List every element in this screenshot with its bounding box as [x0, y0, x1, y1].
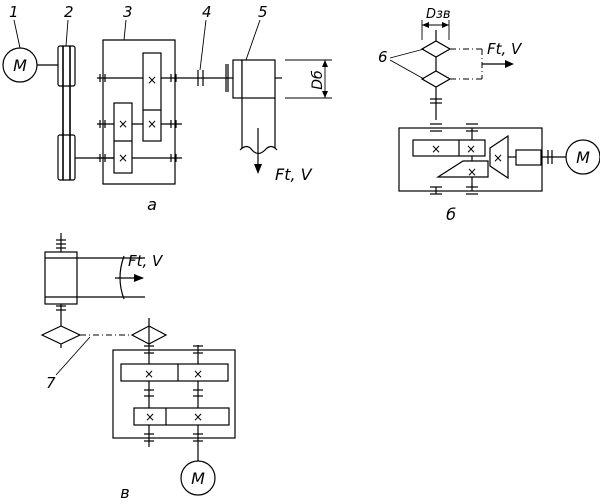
- motor-b: [565, 139, 600, 175]
- gear-cross: ×: [144, 367, 154, 381]
- gear-cross: ×: [467, 165, 477, 179]
- gear-cross: ×: [193, 410, 203, 424]
- motor-b-label: M: [576, 148, 590, 167]
- force-label-b: Ft, V: [487, 40, 523, 58]
- gear-cross: ×: [493, 151, 503, 165]
- drum-diameter-label: Dб: [310, 70, 326, 90]
- belt-drive-2: [57, 45, 115, 181]
- gear-cross: ×: [431, 142, 441, 156]
- scheme-label-a: а: [147, 195, 157, 214]
- motor-c: [180, 460, 216, 496]
- callout-7: 7: [46, 374, 56, 392]
- sprocket-diameter-label: Dзв: [426, 7, 451, 22]
- scheme-b: Dзв Ft, V 6: [378, 7, 600, 224]
- gear-cross: ×: [147, 73, 157, 87]
- sprocket-lower: [420, 70, 452, 88]
- motor-c-label: M: [191, 469, 205, 488]
- motor-a-label: M: [13, 56, 27, 75]
- callout-2: 2: [64, 3, 74, 21]
- callout-5: 5: [258, 3, 268, 21]
- drum-5: Dб: [225, 59, 332, 174]
- scheme-c: Ft, V 7: [40, 233, 236, 502]
- gear-cross: ×: [193, 367, 203, 381]
- gear-cross: ×: [147, 117, 157, 131]
- drum-c: [44, 251, 78, 305]
- gear-cross: ×: [118, 117, 128, 131]
- gearbox-a: × × × ×: [97, 39, 182, 185]
- gear-cross: ×: [466, 142, 476, 156]
- coupling-4: [182, 70, 238, 86]
- callout-6: 6: [378, 48, 388, 66]
- scheme-label-c: в: [120, 483, 129, 502]
- gear-cross: ×: [118, 151, 128, 165]
- scheme-a: M: [2, 3, 332, 214]
- callout-4: 4: [202, 3, 212, 21]
- sprocket-driven: [40, 325, 82, 345]
- motor-a: M: [2, 47, 58, 83]
- gearbox-c: × × × ×: [112, 318, 236, 447]
- force-label-c: Ft, V: [128, 252, 164, 270]
- gear-cross: ×: [145, 410, 155, 424]
- force-label-a: Ft, V: [275, 165, 313, 184]
- sprocket-upper: [420, 40, 452, 58]
- callout-3: 3: [123, 3, 133, 21]
- callout-1: 1: [9, 3, 19, 21]
- scheme-label-b: б: [446, 205, 456, 224]
- gearbox-b: × × × ×: [398, 98, 566, 195]
- callouts-a: 1 2 3 4 5: [9, 3, 268, 71]
